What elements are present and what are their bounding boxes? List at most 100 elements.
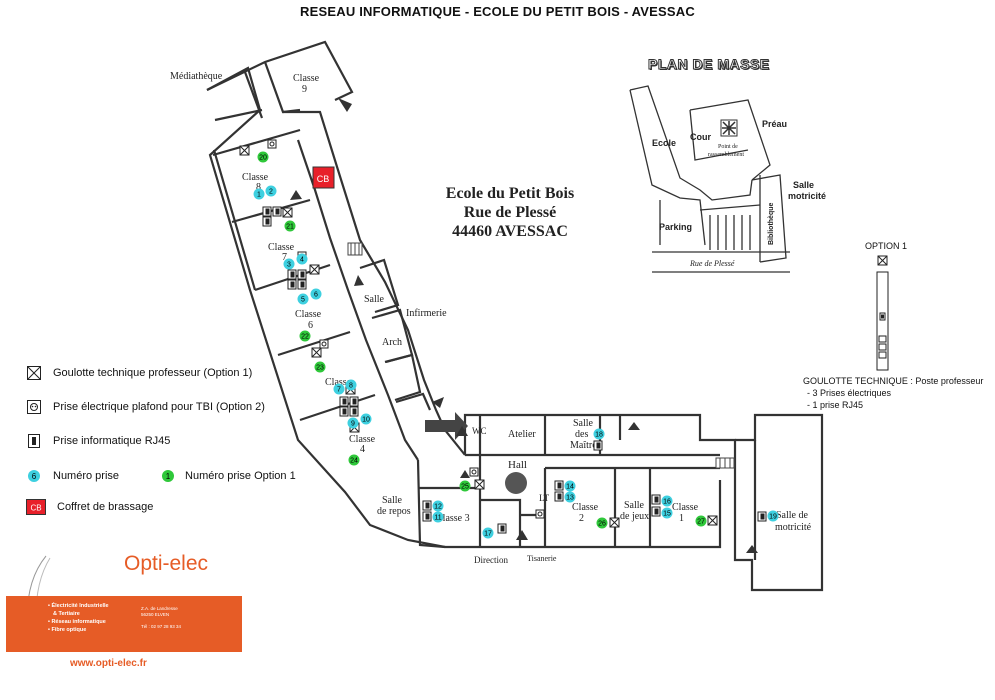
- pm-label: motricité: [788, 191, 826, 201]
- svg-text:5: 5: [301, 297, 305, 304]
- pm-label: Bibliothèque: [768, 203, 775, 245]
- pm-label: Cour: [690, 132, 711, 142]
- room-label: Classe: [349, 434, 376, 445]
- legend-option: 1 Numéro prise Option 1: [161, 469, 296, 483]
- room-label: Classe 3: [436, 513, 470, 524]
- outlet-cyan: 15: [661, 507, 673, 519]
- goulotte-line: - 1 prise RJ45: [807, 400, 864, 410]
- outlet-green: 22: [299, 330, 311, 342]
- goulotte-icon: [309, 264, 320, 275]
- room-label: de repos: [377, 506, 411, 517]
- outlet-cyan: 19: [767, 510, 779, 522]
- goulotte-title: GOULOTTE TECHNIQUE : Poste professeur: [803, 376, 984, 386]
- svg-text:27: 27: [697, 519, 705, 526]
- logo-url: www.opti-elec.fr: [70, 658, 147, 669]
- cyan-number-icon: 6: [25, 469, 43, 483]
- plafond-prise-icon: [469, 467, 479, 477]
- room-label: Salle: [382, 495, 403, 506]
- room-label: Salle: [573, 418, 594, 429]
- address-line: Z.A. de Landresse: [141, 606, 178, 611]
- outlet-cyan: 14: [564, 480, 576, 492]
- svg-text:15: 15: [663, 511, 671, 518]
- svg-text:13: 13: [566, 495, 574, 502]
- room-label: motricité: [775, 522, 812, 533]
- goulotte-icon: [474, 479, 485, 490]
- svg-text:11: 11: [434, 515, 441, 522]
- pm-label: Rue de Plessé: [689, 259, 735, 268]
- hall-marker: [505, 472, 527, 494]
- room-label: 1: [679, 513, 684, 524]
- logo-address: Z.A. de Landresse 56250 ELVEN Tél : 02 9…: [141, 606, 181, 630]
- svg-text:19: 19: [769, 514, 777, 521]
- legend-goulotte: Goulotte technique professeur (Option 1): [25, 366, 252, 380]
- page-title: RESEAU INFORMATIQUE - ECOLE DU PETIT BOI…: [300, 4, 695, 19]
- service-line: & Tertiaire: [53, 611, 80, 617]
- room-label: Classe: [295, 309, 322, 320]
- outlet-cyan: 8: [345, 379, 357, 391]
- legend-label: Numéro prise: [53, 470, 120, 482]
- room-label: Infirmerie: [406, 308, 447, 319]
- room-label: 2: [579, 513, 584, 524]
- pm-label: Ecole: [652, 138, 676, 148]
- outlet-green: 20: [257, 151, 269, 163]
- rj45-prise: [339, 396, 349, 407]
- school-name: Ecole du Petit Bois: [445, 185, 575, 202]
- goulotte-icon: [609, 517, 620, 528]
- rj45-prise: [497, 523, 507, 534]
- rj45-icon: [25, 434, 43, 448]
- rj45-prise: [287, 279, 297, 290]
- outlet-cyan: 4: [296, 253, 308, 265]
- option-title: OPTION 1: [865, 241, 908, 251]
- school-address: Ecole du Petit Bois Rue de Plessé 44460 …: [400, 184, 620, 241]
- rj45-prise: [297, 279, 307, 290]
- svg-text:21: 21: [286, 224, 294, 231]
- outlet-cyan: 3: [283, 258, 295, 270]
- logo-name: Opti-elec: [124, 552, 209, 575]
- svg-text:9: 9: [351, 421, 355, 428]
- room-label: de jeux: [620, 511, 649, 522]
- green-number-icon: 1: [162, 470, 175, 482]
- room-label: Classe: [268, 242, 295, 253]
- outlet-cyan: 11: [432, 511, 444, 523]
- legend-label: Prise informatique RJ45: [53, 435, 171, 447]
- room-label: Arch: [382, 337, 402, 348]
- pm-label: Point de: [718, 144, 738, 150]
- svg-text:1: 1: [257, 192, 261, 199]
- svg-text:3: 3: [287, 262, 291, 269]
- room-label: Salle: [624, 500, 645, 511]
- rj45-prise: [422, 500, 432, 511]
- room-label: Classe: [325, 377, 352, 388]
- outlet-cyan: 17: [482, 527, 494, 539]
- address-line: Tél : 02 97 28 93 34: [141, 624, 182, 629]
- room-label: 8: [256, 182, 261, 193]
- rj45-prise: [554, 491, 564, 502]
- svg-text:24: 24: [350, 458, 358, 465]
- outlet-cyan: 2: [265, 185, 277, 197]
- room-label: Salle: [364, 294, 385, 305]
- svg-text:25: 25: [461, 484, 469, 491]
- room-label: Classe: [572, 502, 599, 513]
- room-label: des: [575, 429, 588, 440]
- goulotte-diagram: [876, 255, 889, 371]
- room-label: 9: [302, 84, 307, 95]
- pm-label: Préau: [762, 119, 787, 129]
- rj45-prise: [757, 511, 767, 522]
- green-outlets: 20 21 22 23 24 25 26 27: [257, 151, 707, 529]
- outlet-cyan: 9: [347, 417, 359, 429]
- outlet-cyan: 5: [297, 293, 309, 305]
- outlet-green: 27: [695, 515, 707, 527]
- pm-label: Salle: [793, 180, 814, 190]
- outlet-green: 21: [284, 220, 296, 232]
- outlet-cyan: 6: [310, 288, 322, 300]
- legend-coffret: CB Coffret de brassage: [25, 499, 153, 515]
- cb-icon: CB: [25, 499, 47, 515]
- svg-text:18: 18: [595, 432, 603, 439]
- service-line: • Électricité Industrielle: [48, 603, 109, 609]
- svg-text:20: 20: [259, 155, 267, 162]
- outlet-green: 26: [596, 517, 608, 529]
- ceiling-plug-icon: [25, 400, 43, 414]
- legend-rj45: Prise informatique RJ45: [25, 434, 170, 448]
- room-label: Classe: [242, 172, 269, 183]
- outlet-cyan: 12: [432, 500, 444, 512]
